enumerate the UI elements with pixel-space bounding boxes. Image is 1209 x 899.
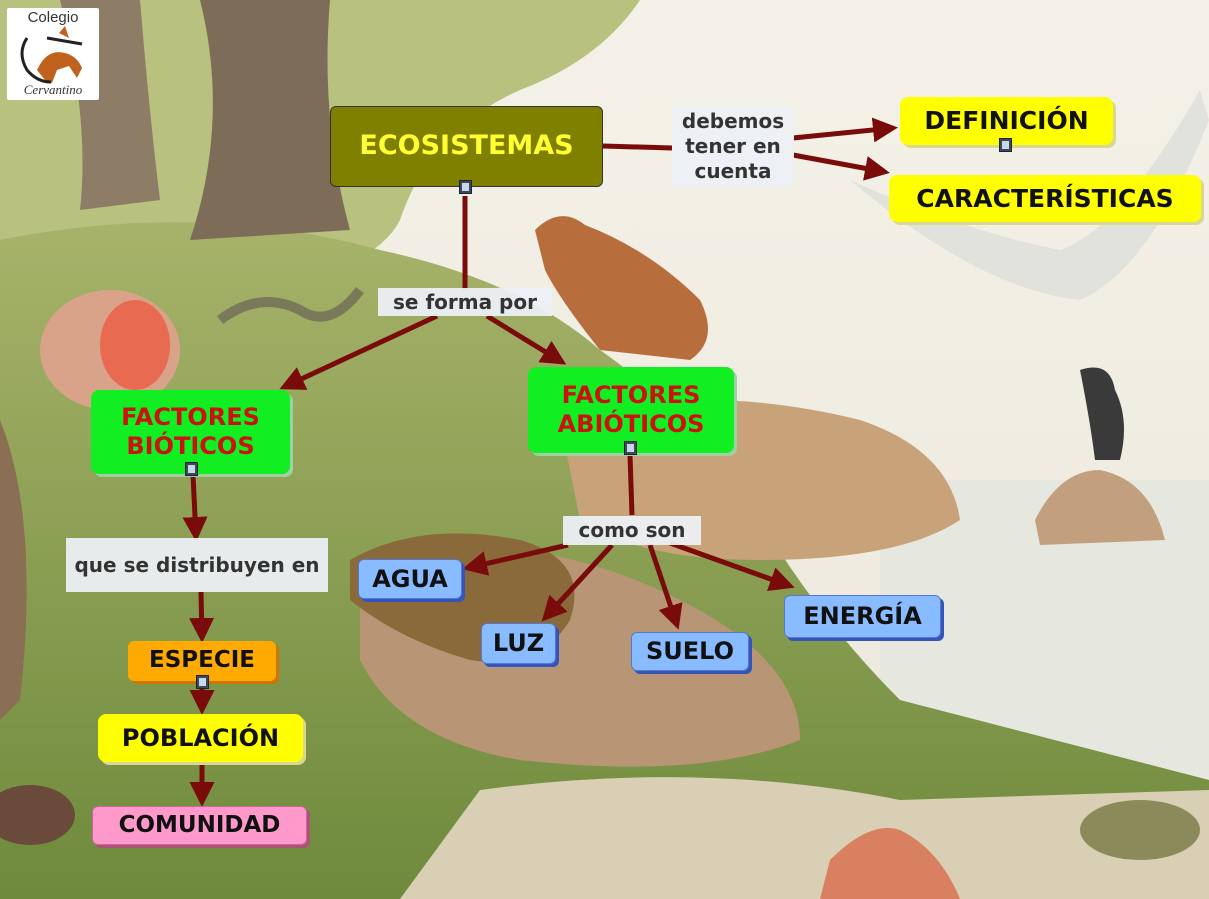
film-resource-icon[interactable] <box>624 441 637 455</box>
node-agua[interactable]: AGUA <box>358 559 462 599</box>
link-label-debemos: debemos tener en cuenta <box>672 106 794 186</box>
mole <box>0 785 75 845</box>
starfish <box>820 828 960 899</box>
node-poblacion-label: POBLACIÓN <box>121 723 280 752</box>
film-resource-icon[interactable] <box>196 675 209 689</box>
logo-top-text: Colegio <box>27 9 79 26</box>
node-comunidad[interactable]: COMUNIDAD <box>92 806 307 845</box>
node-ecosistemas-label: ECOSISTEMAS <box>359 130 574 162</box>
link-label-como-son: como son <box>563 516 701 545</box>
node-caracteristicas-label: CARACTERÍSTICAS <box>916 183 1174 213</box>
horse-rider-logo-icon <box>20 26 83 84</box>
node-especie[interactable]: ESPECIE <box>128 641 276 681</box>
node-especie-label: ESPECIE <box>149 647 255 674</box>
fox <box>535 216 708 360</box>
link-label-distribuyen: que se distribuyen en <box>66 538 328 592</box>
tree-trunk-bottom <box>0 420 27 720</box>
tree-trunk-center <box>190 0 350 240</box>
arrow-to-energia <box>669 540 795 592</box>
robin-breast <box>100 300 170 390</box>
node-factores-bioticos[interactable]: FACTORES BIÓTICOS <box>91 390 290 474</box>
logo-bottom-text: Cervantino <box>23 82 83 97</box>
node-luz-label: LUZ <box>492 629 545 658</box>
fish <box>1080 800 1200 860</box>
sea-rock <box>1035 470 1165 545</box>
node-energia-label: ENERGÍA <box>803 602 922 631</box>
node-luz[interactable]: LUZ <box>481 623 556 664</box>
seagull <box>850 90 1209 300</box>
arrow-to-bioticos <box>279 313 439 390</box>
snake <box>217 286 364 325</box>
node-definicion[interactable]: DEFINICIÓN <box>900 97 1113 145</box>
arrow-to-caracteristicas <box>792 152 890 181</box>
node-suelo-label: SUELO <box>645 637 734 666</box>
arrow-to-abioticos <box>485 313 567 365</box>
cormorant <box>1080 367 1124 460</box>
node-factores-abioticos[interactable]: FACTORES ABIÓTICOS <box>528 367 734 453</box>
link-eco-debemos <box>602 143 673 151</box>
beach <box>400 777 1209 899</box>
node-suelo[interactable]: SUELO <box>631 632 749 671</box>
school-logo: Colegio Cervantino <box>7 8 99 100</box>
arrow-to-agua <box>462 542 569 576</box>
film-resource-icon[interactable] <box>999 138 1012 152</box>
node-factores-abioticos-label: FACTORES ABIÓTICOS <box>557 381 705 438</box>
arrow-to-definicion <box>792 117 898 143</box>
node-factores-bioticos-label: FACTORES BIÓTICOS <box>121 403 260 460</box>
arrow-to-especie <box>189 591 215 643</box>
node-poblacion[interactable]: POBLACIÓN <box>98 714 303 762</box>
node-agua-label: AGUA <box>372 564 448 593</box>
link-abioticos-comoson <box>627 454 635 516</box>
node-comunidad-label: COMUNIDAD <box>118 811 281 838</box>
node-energia[interactable]: ENERGÍA <box>784 595 941 638</box>
node-caracteristicas[interactable]: CARACTERÍSTICAS <box>889 175 1201 222</box>
link-label-se-forma: se forma por <box>378 288 552 316</box>
arrow-to-suelo <box>647 544 683 630</box>
node-definicion-label: DEFINICIÓN <box>924 106 1089 135</box>
film-resource-icon[interactable] <box>185 462 198 476</box>
node-ecosistemas[interactable]: ECOSISTEMAS <box>330 106 603 187</box>
arrow-to-luz <box>541 543 614 622</box>
link-bioticos-distribuyen <box>182 474 208 542</box>
film-resource-icon[interactable] <box>459 180 472 194</box>
